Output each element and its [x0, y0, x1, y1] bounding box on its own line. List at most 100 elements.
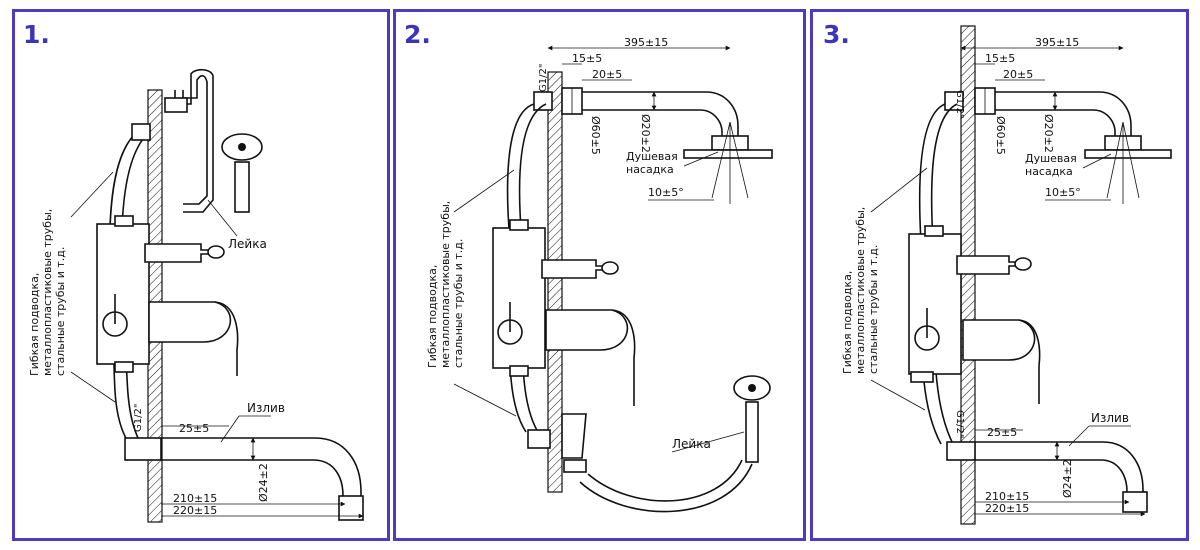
- top-fitting: [131, 123, 151, 141]
- diverter-knob: [207, 245, 225, 259]
- dim-25: 25±5: [987, 426, 1017, 439]
- mixer-lever: [1018, 319, 1041, 404]
- shower-arm-connector: [533, 91, 553, 111]
- dim-20: 20±5: [1003, 68, 1033, 81]
- handset-pipe-inner: [182, 74, 208, 205]
- dim-d24: Ø24±2: [257, 463, 270, 502]
- mixer-bottom-inlet: [910, 371, 934, 383]
- diverter-knob: [601, 261, 619, 275]
- svg-text:металлопластиковые трубы,: металлопластиковые трубы,: [41, 209, 54, 376]
- handset-pipe: [174, 68, 214, 213]
- spout-leader: [220, 415, 240, 443]
- mixer-cover: [545, 309, 629, 351]
- panel-number: 2.: [404, 20, 431, 49]
- handset-label: Лейка: [228, 237, 267, 251]
- svg-text:стальные трубы и т.д.: стальные трубы и т.д.: [867, 245, 880, 374]
- spout-outlet: [338, 495, 364, 521]
- mixer-top-inlet: [509, 219, 529, 231]
- handset-handle: [234, 161, 250, 213]
- panel-1: 1.: [12, 9, 390, 541]
- shower-label-2: насадка: [626, 163, 674, 176]
- mixer-lever: [611, 309, 636, 406]
- panel-number: 3.: [823, 20, 850, 49]
- hose-leader-2: [70, 371, 116, 403]
- handset-outlet: [561, 413, 587, 459]
- shower-leader: [1082, 153, 1112, 169]
- diverter-lever: [541, 259, 607, 279]
- hose-nut: [563, 459, 587, 473]
- svg-text:Гибкая подводка,: Гибкая подводка,: [426, 265, 439, 368]
- diverter-lever: [956, 255, 1020, 275]
- shower-arm-bottom: [995, 109, 1116, 138]
- spout-leader: [1068, 425, 1090, 447]
- dim-220: 220±15: [985, 502, 1029, 515]
- handset-nozzle: [238, 143, 246, 151]
- handset-leader: [207, 199, 238, 237]
- hose-label: Гибкая подводка, металлопластиковые труб…: [841, 207, 880, 374]
- spout-connector: [124, 437, 162, 461]
- bottom-fitting: [527, 429, 551, 449]
- spray-line-1: [1106, 121, 1124, 199]
- dim-395: 395±15: [624, 36, 668, 49]
- spray-line-2: [1122, 121, 1140, 199]
- handset-handle: [745, 401, 759, 463]
- mixer-body: [96, 223, 150, 365]
- thread-top-label: G1/2": [954, 90, 965, 118]
- diverter-knob: [1014, 257, 1032, 271]
- mixer-body: [492, 227, 546, 369]
- mixer-lever: [214, 301, 239, 376]
- shower-label-1: Душевая: [1025, 152, 1077, 165]
- panel-2: 2.: [393, 9, 806, 541]
- hose-label: Гибкая подводка, металлопластиковые труб…: [28, 209, 67, 376]
- shower-label-1: Душевая: [626, 150, 678, 163]
- handset-hose-inner: [587, 459, 743, 502]
- spout-label: Излив: [1091, 411, 1129, 425]
- dim-20: 20±5: [592, 68, 622, 81]
- shower-arm-connector: [944, 91, 964, 111]
- svg-text:Гибкая подводка,: Гибкая подводка,: [841, 271, 854, 374]
- shower-arm-top: [582, 91, 739, 138]
- angle-label: 10±5°: [1045, 186, 1081, 199]
- hose-leader-1: [453, 169, 515, 213]
- shower-head: [683, 149, 773, 159]
- dim-d20: Ø20±2: [639, 114, 652, 153]
- svg-text:Гибкая подводка,: Гибкая подводка,: [28, 273, 41, 376]
- shower-head: [1084, 149, 1172, 159]
- mixer-cover: [962, 319, 1036, 361]
- dim-d60: Ø60±5: [589, 116, 602, 155]
- handset-nozzle: [748, 384, 756, 392]
- dim-15: 15±5: [985, 52, 1015, 65]
- wall: [547, 71, 563, 493]
- dim-210: 210±15: [173, 492, 217, 505]
- dim-220: 220±15: [173, 504, 217, 517]
- diverter-lever: [144, 243, 212, 263]
- dim-d60: Ø60±5: [994, 116, 1007, 155]
- dim-d20: Ø20±2: [1042, 114, 1055, 153]
- angle-label: 10±5°: [648, 186, 684, 199]
- svg-text:металлопластиковые трубы,: металлопластиковые трубы,: [439, 201, 452, 368]
- mixer-body: [908, 233, 962, 375]
- diagram-overhead-shower-spout: Гибкая подводка, металлопластиковые труб…: [841, 25, 1172, 525]
- dim-d24: Ø24±2: [1061, 459, 1074, 498]
- handset-hose-outer: [579, 463, 753, 513]
- spout-top: [975, 441, 1144, 510]
- panel-number: 1.: [23, 20, 50, 49]
- spray-line-2: [729, 121, 749, 199]
- thread-bottom-label: G1/2": [954, 410, 965, 438]
- panel-3: 3.: [810, 9, 1189, 541]
- dim-15: 15±5: [572, 52, 602, 65]
- spout-label: Излив: [247, 401, 285, 415]
- dim-210: 210±15: [985, 490, 1029, 503]
- shower-label-2: насадка: [1025, 165, 1073, 178]
- svg-text:стальные трубы и т.д.: стальные трубы и т.д.: [54, 247, 67, 376]
- spout-top: [161, 437, 362, 518]
- dim-395: 395±15: [1035, 36, 1079, 49]
- hose-leader-2: [453, 383, 517, 417]
- spout-connector: [946, 441, 976, 461]
- mixer-top-inlet: [114, 215, 134, 227]
- hose-leader-1: [870, 167, 928, 213]
- hose-leader-1: [70, 171, 114, 218]
- hose-leader-2: [870, 379, 926, 411]
- mixer-bottom-inlet: [114, 361, 134, 373]
- hose-label: Гибкая подводка, металлопластиковые труб…: [426, 201, 465, 368]
